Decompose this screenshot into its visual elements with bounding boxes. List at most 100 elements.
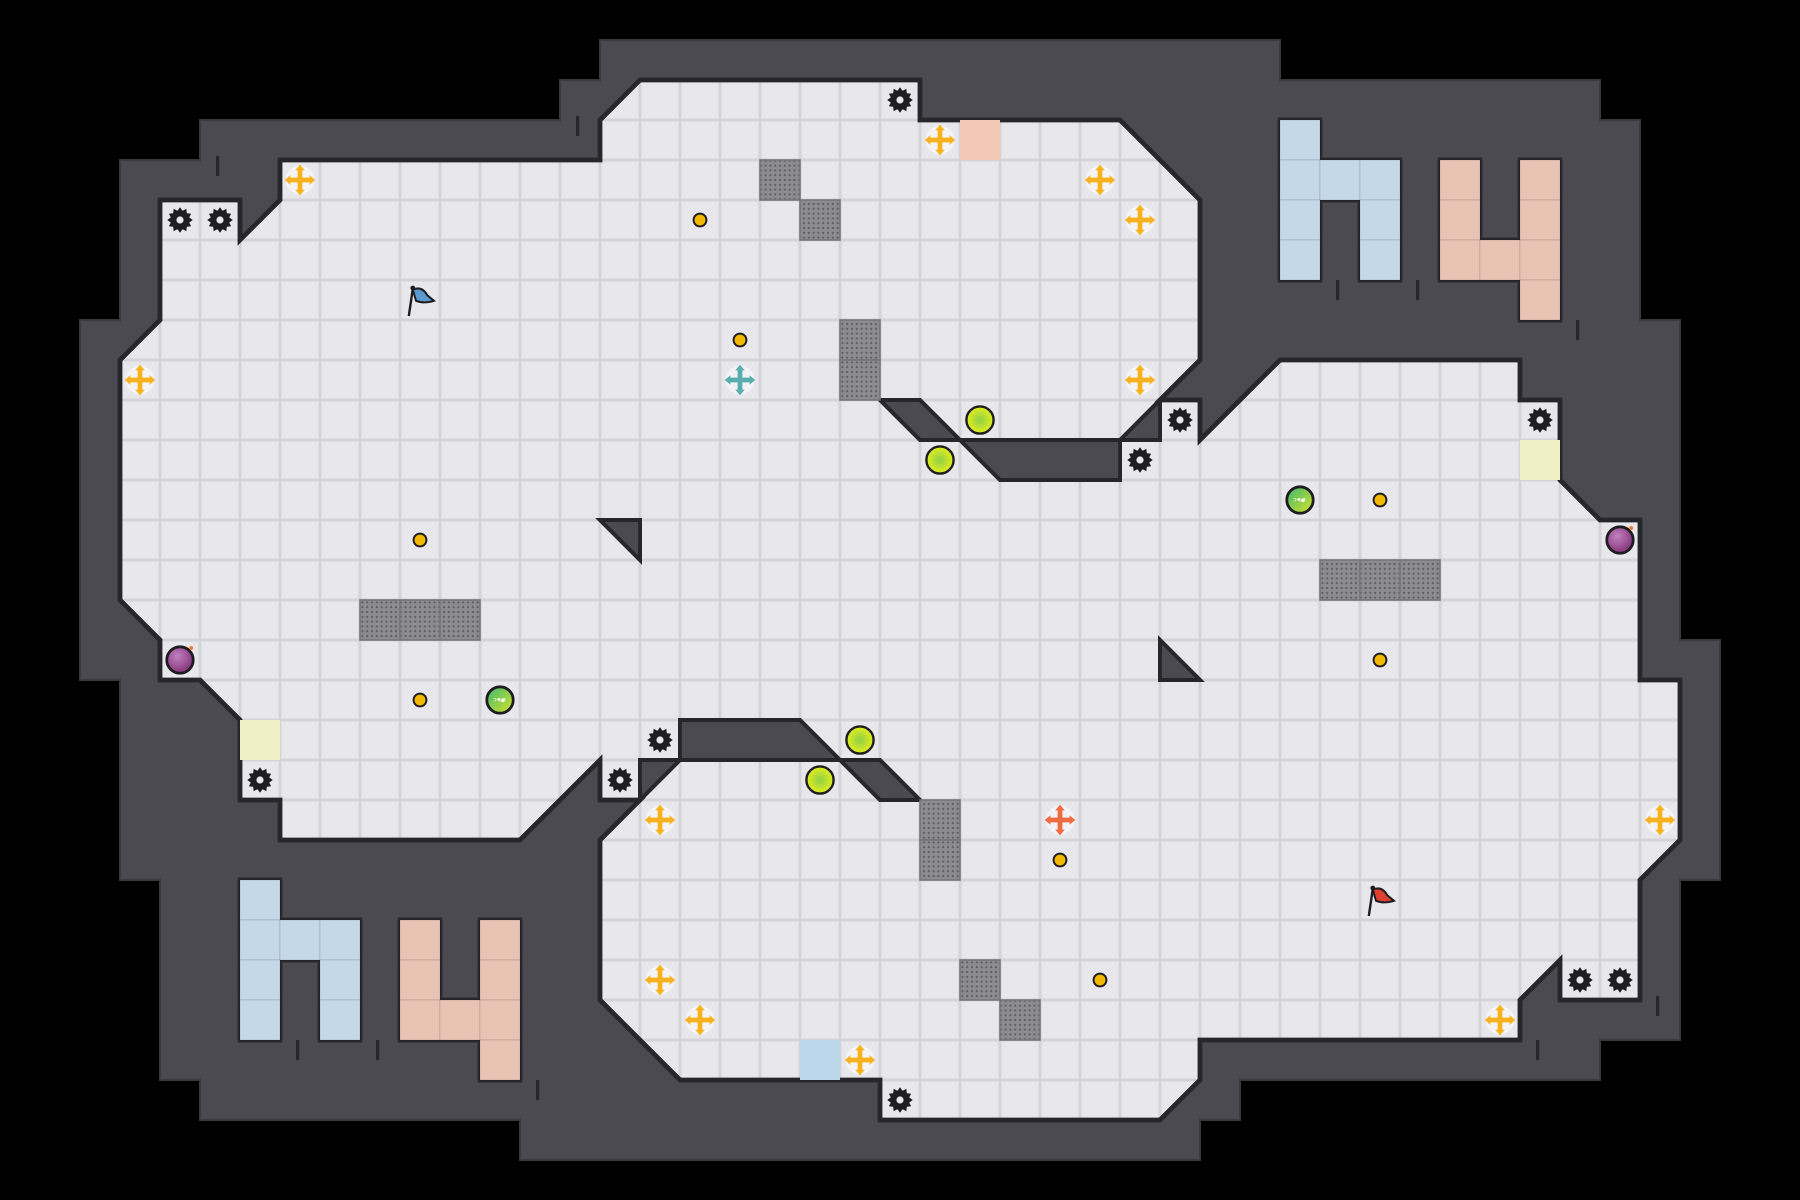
purple-ball-body <box>165 645 195 675</box>
gear-icon <box>1607 967 1633 993</box>
interior-wall <box>638 758 685 805</box>
coin-icon[interactable] <box>1372 652 1388 668</box>
piece-cell <box>399 919 441 961</box>
move-arrowhead <box>1135 229 1145 236</box>
move-arrowhead <box>1669 815 1676 825</box>
coin-icon[interactable] <box>412 532 428 548</box>
piece-cell <box>1279 239 1321 281</box>
wall-tick <box>216 156 220 176</box>
gear-hole <box>616 776 624 784</box>
gear-hole <box>1136 456 1144 464</box>
wall-tick <box>576 116 580 136</box>
move-arrowhead <box>149 375 156 385</box>
move-arrows-icon[interactable] <box>1124 364 1156 396</box>
grate-block <box>919 799 961 841</box>
move-arrows-icon[interactable] <box>844 1044 876 1076</box>
grate-block <box>999 999 1041 1041</box>
move-arrowhead <box>1109 175 1116 185</box>
move-arrows-icon[interactable] <box>1124 204 1156 236</box>
piece-cell <box>279 919 321 961</box>
move-arrowhead <box>295 189 305 196</box>
gear-icon <box>607 767 633 793</box>
tetromino-pieces <box>237 117 1563 1083</box>
purple-ball-icon[interactable] <box>165 645 195 675</box>
move-arrowhead <box>1069 815 1076 825</box>
piece-cell <box>1439 199 1481 241</box>
coin-icon[interactable] <box>1092 972 1108 988</box>
flag-cloth <box>411 287 437 304</box>
move-bar-v <box>297 168 303 192</box>
move-arrowhead <box>935 124 945 131</box>
wall-tick <box>536 1080 540 1100</box>
move-arrowhead <box>749 375 756 385</box>
purple-ball-body <box>1605 525 1635 555</box>
coin-icon[interactable] <box>732 332 748 348</box>
piece-cell <box>1439 159 1481 201</box>
flag-pole <box>1367 888 1374 917</box>
lime-ball-icon[interactable] <box>845 725 875 755</box>
flag-icon[interactable] <box>407 285 437 317</box>
move-bar-v <box>1497 1008 1503 1032</box>
move-arrows-icon[interactable] <box>924 124 956 156</box>
move-arrowhead <box>935 149 945 156</box>
move-arrows-icon[interactable] <box>124 364 156 396</box>
colored-tile <box>240 720 280 760</box>
move-arrowhead <box>1124 375 1131 385</box>
green-ball-icon[interactable] <box>485 685 515 715</box>
gear-icon <box>1567 967 1593 993</box>
colored-tile <box>800 1040 840 1080</box>
lime-ball-icon[interactable] <box>965 405 995 435</box>
move-arrowhead <box>655 804 665 811</box>
move-arrowhead <box>1655 829 1665 836</box>
piece-cell <box>1439 239 1481 281</box>
move-arrows-icon[interactable] <box>1644 804 1676 836</box>
move-arrows-icon[interactable] <box>684 1004 716 1036</box>
gear-hole <box>1536 416 1544 424</box>
move-bar-v <box>857 1048 863 1072</box>
gear-hole <box>896 1096 904 1104</box>
move-arrowhead <box>695 1004 705 1011</box>
gear-hole <box>1576 976 1584 984</box>
coin-icon[interactable] <box>1052 852 1068 868</box>
move-arrows-icon[interactable] <box>644 804 676 836</box>
colored-tile <box>960 120 1000 160</box>
grate-block <box>1359 559 1401 601</box>
blue-h-piece <box>1277 117 1403 283</box>
coin-icon[interactable] <box>412 692 428 708</box>
coin-icon[interactable] <box>692 212 708 228</box>
interior-wall <box>1158 635 1205 682</box>
move-arrowhead <box>1495 1029 1505 1036</box>
move-arrows-icon[interactable] <box>1084 164 1116 196</box>
lime-ball-icon[interactable] <box>925 445 955 475</box>
wall-markings <box>216 116 1660 1100</box>
purple-ball-icon[interactable] <box>1605 525 1635 555</box>
piece-cell <box>1279 159 1321 201</box>
move-arrows-icon[interactable] <box>1484 1004 1516 1036</box>
move-arrows-icon[interactable] <box>284 164 316 196</box>
move-arrowhead <box>869 1055 876 1065</box>
flag-icon[interactable] <box>1367 885 1397 917</box>
move-arrowhead <box>735 364 745 371</box>
lime-ball-icon[interactable] <box>805 765 835 795</box>
move-arrowhead <box>1509 1015 1516 1025</box>
green-ball-icon[interactable] <box>1285 485 1315 515</box>
move-arrowhead <box>655 964 665 971</box>
coin-icon[interactable] <box>1372 492 1388 508</box>
move-arrowhead <box>135 389 145 396</box>
grate-block <box>959 959 1001 1001</box>
move-arrowhead <box>855 1044 865 1051</box>
gear-hole <box>256 776 264 784</box>
level-entities <box>124 87 1676 1113</box>
move-arrows-icon[interactable] <box>644 964 676 996</box>
move-arrowhead <box>949 135 956 145</box>
move-arrows-orange-icon[interactable] <box>1044 804 1076 836</box>
move-arrowhead <box>695 1029 705 1036</box>
piece-cell <box>1359 159 1401 201</box>
grate-block <box>839 359 881 401</box>
move-arrows-teal-icon[interactable] <box>724 364 756 396</box>
move-bar-v <box>657 808 663 832</box>
move-arrowhead <box>1149 215 1156 225</box>
flag-knob <box>410 285 416 291</box>
move-arrowhead <box>1135 364 1145 371</box>
